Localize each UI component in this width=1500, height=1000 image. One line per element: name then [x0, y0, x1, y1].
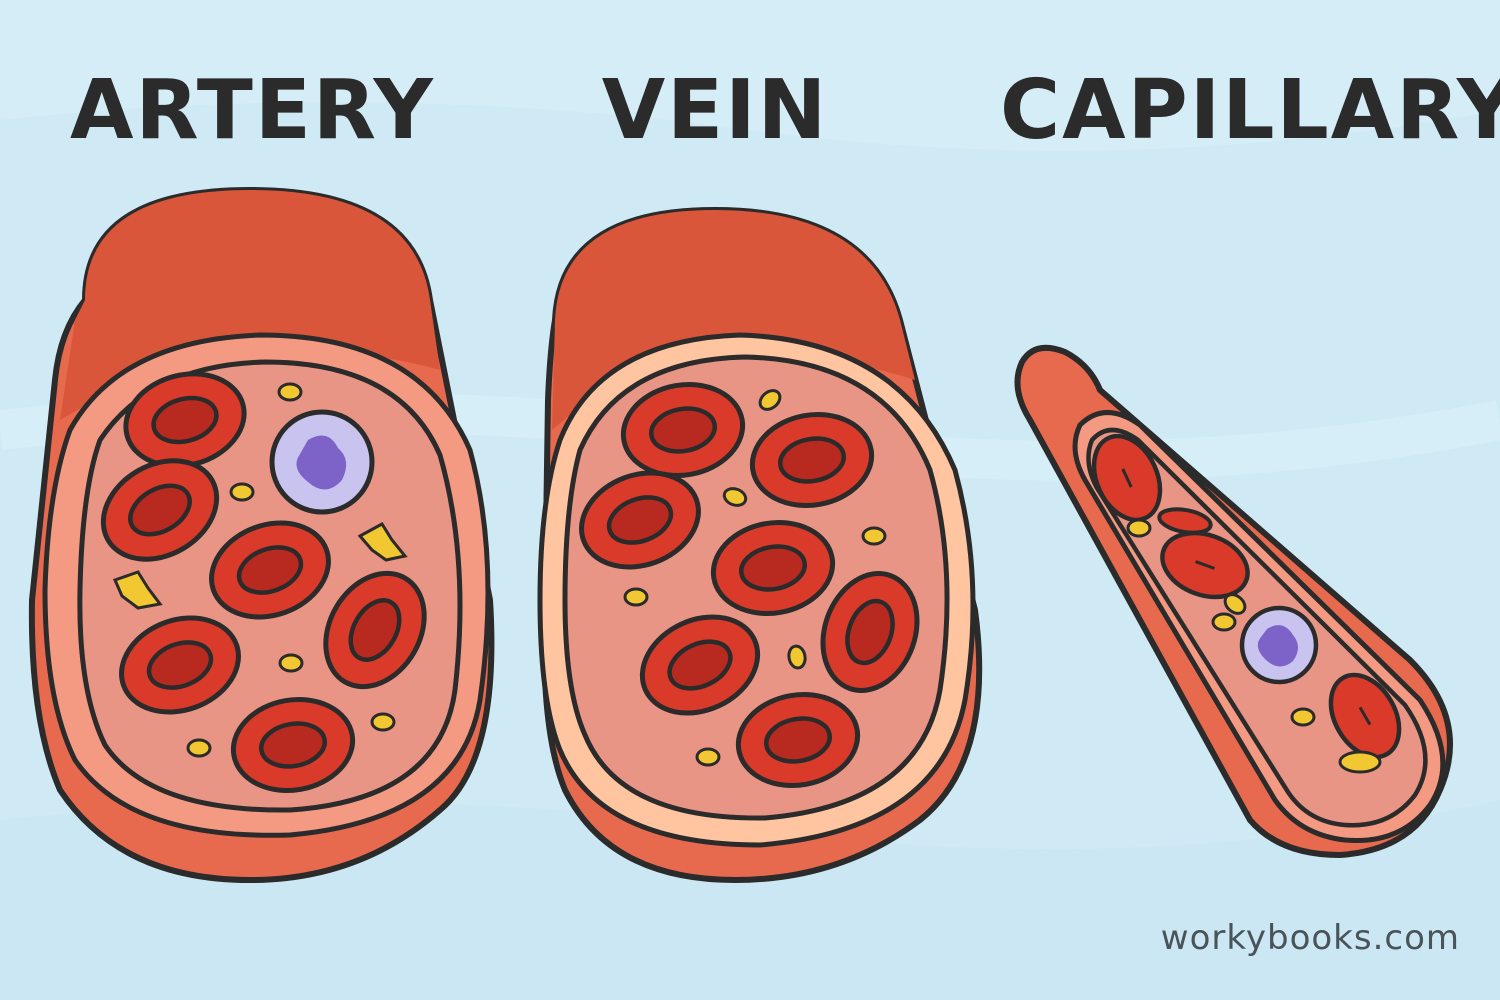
vein-label: VEIN	[601, 63, 829, 158]
artery-label: ARTERY	[70, 63, 435, 158]
capillary-label: CAPILLARY	[1000, 63, 1500, 158]
capillary-vessel	[1014, 344, 1453, 859]
white-blood-cell-capillary	[1239, 605, 1319, 685]
artery-vessel	[28, 186, 495, 884]
white-blood-cell-artery	[269, 409, 375, 515]
vein-vessel	[537, 206, 983, 884]
site-watermark: workybooks.com	[1160, 918, 1460, 958]
